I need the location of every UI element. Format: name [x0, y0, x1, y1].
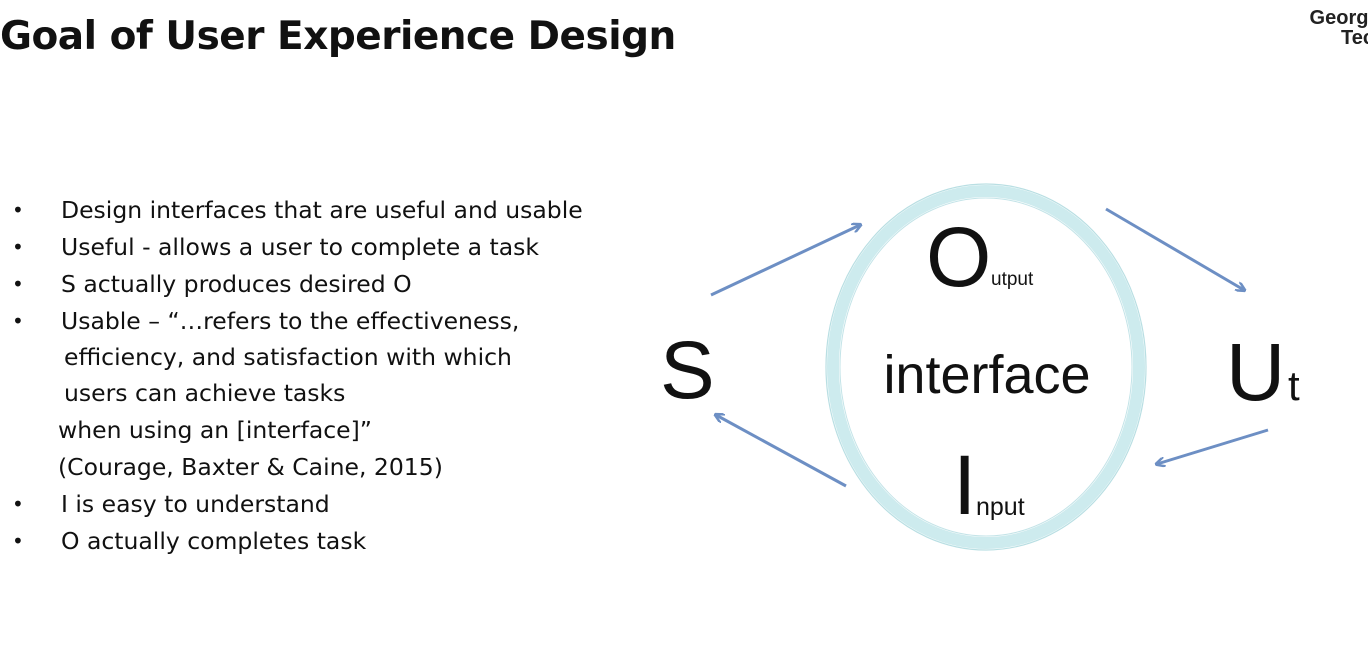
bullet-text: (Courage, Baxter & Caine, 2015)	[58, 453, 443, 481]
bullet-text: users can achieve tasks	[64, 379, 346, 407]
arrow-input-to-system	[716, 415, 847, 488]
center-interface-label: interface	[883, 345, 1090, 405]
bullet-marker: •	[12, 309, 24, 333]
arrow-s-to-output	[710, 225, 860, 297]
bullet-marker: •	[12, 529, 24, 553]
interface-ring	[827, 185, 1145, 549]
bullet-marker: •	[12, 235, 24, 259]
bullet-text: efficiency, and satisfaction with which	[64, 343, 512, 371]
logo-line-1: Georgi	[1309, 7, 1368, 29]
bullet-text: when using an [interface]”	[58, 416, 372, 444]
input-letter: I	[953, 438, 976, 532]
arrow-output-to-user	[1105, 207, 1244, 290]
logo-line-2: Tec	[1341, 27, 1368, 49]
interface-ring-edge	[825, 183, 1147, 551]
node-s-label: S	[660, 325, 715, 416]
bullet-marker: •	[12, 272, 24, 296]
bullet-text: I is easy to understand	[61, 490, 330, 518]
output-suffix: utput	[991, 269, 1034, 290]
interface-cycle-diagram: S U t O utput interface I nput	[660, 183, 1300, 551]
output-letter: O	[926, 210, 991, 304]
bullet-text: Usable – “…refers to the effectiveness,	[61, 307, 520, 335]
slide-title: Goal of User Experience Design	[0, 14, 676, 59]
node-u-subscript: t	[1288, 362, 1300, 409]
bullet-marker: •	[12, 198, 24, 222]
input-suffix: nput	[976, 493, 1025, 521]
bullet-text: Useful - allows a user to complete a tas…	[61, 233, 540, 261]
georgia-tech-logo: Georgi Tec	[1310, 8, 1368, 48]
node-u-label: U	[1226, 327, 1285, 418]
bullet-text: O actually completes task	[61, 527, 367, 555]
bullet-text: S actually produces desired O	[61, 270, 412, 298]
interface-ring-inner-edge	[839, 197, 1133, 537]
bullet-marker: •	[12, 492, 24, 516]
bullet-text: Design interfaces that are useful and us…	[61, 196, 583, 224]
arrow-user-to-input	[1157, 428, 1269, 464]
